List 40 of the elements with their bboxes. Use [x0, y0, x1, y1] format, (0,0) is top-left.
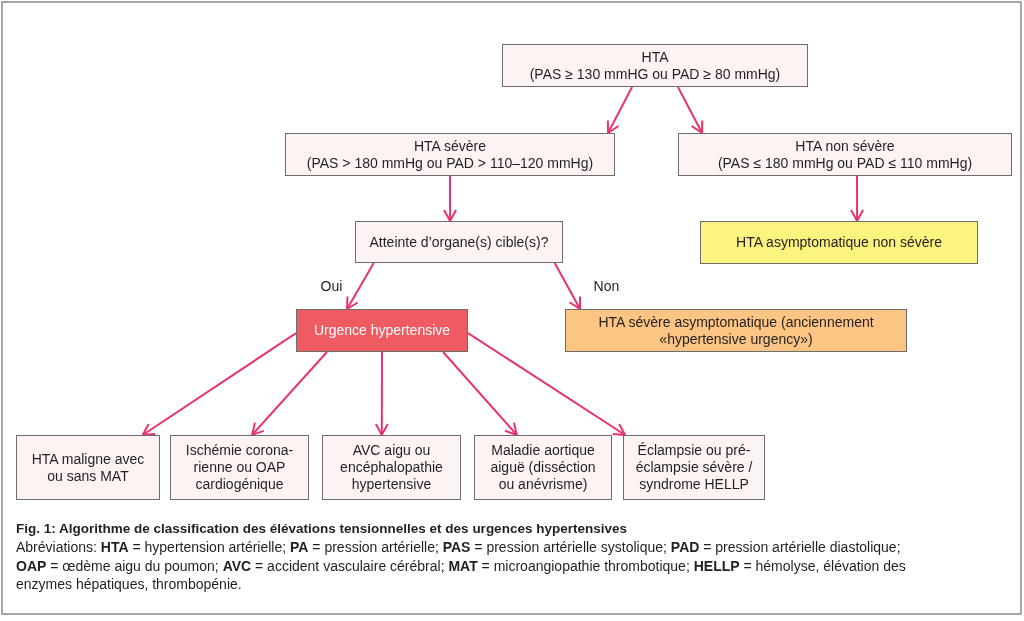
arrow	[606, 86, 634, 134]
arrow	[443, 175, 458, 222]
process-box	[700, 221, 978, 264]
node-detail: (PAS ≥ 130 mmHG ou PAD ≥ 80 mmHg)	[529, 65, 781, 83]
node-label: Ischémie corona- rienne ou OAP cardiogénique	[184, 442, 295, 493]
node-title: HTA	[641, 48, 669, 66]
process-box	[474, 435, 612, 500]
node-detail: (PAS > 180 mmHg ou PAD > 110–120 mmHg)	[306, 154, 594, 172]
arrow	[251, 351, 328, 436]
node-label: Maladie aortique aiguë (disséction ou anévrisme)	[489, 442, 597, 493]
process-box	[502, 44, 808, 87]
node-title: HTA sévère	[413, 137, 487, 155]
arrow	[850, 175, 865, 222]
process-box	[285, 133, 615, 176]
process-box	[678, 133, 1012, 176]
node-label: Urgence hypertensive	[313, 322, 451, 339]
node-label: HTA asymptomatique non sévère	[736, 234, 942, 251]
process-box	[623, 435, 765, 500]
arrow	[141, 332, 297, 436]
process-box	[322, 435, 461, 500]
node-label: HTA maligne avec ou sans MAT	[30, 450, 146, 485]
arrow	[553, 262, 582, 310]
process-box	[565, 309, 907, 352]
process-box	[170, 435, 309, 500]
arrow	[676, 86, 704, 134]
figure-caption: Fig. 1: Algorithme de classification des élévations tensionnelles et des urgences hypertensives	[16, 520, 628, 538]
node-label: Éclampsie ou pré- éclampsie sévère / syndrome HELLP	[634, 442, 754, 493]
node-label: Atteinte d’organe(s) cible(s)?	[369, 233, 549, 251]
process-box	[16, 435, 160, 500]
node-detail: (PAS ≤ 180 mmHg ou PAD ≤ 110 mmHg)	[717, 154, 973, 172]
node-title: HTA non sévère	[795, 137, 895, 155]
arrow	[467, 332, 627, 436]
arrow	[374, 351, 389, 436]
node-label: AVC aigu ou encéphalopathie hypertensive	[339, 442, 444, 493]
decision-box	[355, 221, 563, 263]
arrow	[442, 351, 518, 436]
process-box	[296, 309, 468, 352]
arrow	[346, 262, 375, 310]
node-label: HTA sévère asymptomatique (anciennement «hypertensive urgency»)	[597, 313, 875, 348]
abbreviations-note: Abréviations: HTA = hypertension artérielle; PA = pression artérielle; PAS = pression artérielle systolique; PAD = pression artérielle diastolique; OAP = œdème aigu du poumon; AVC = accident vasculaire cérébral; MAT = microangiopathie thrombotique; HELLP = hémolyse, élévation des enzymes hépatiques, thrombopénie.	[16, 538, 907, 594]
